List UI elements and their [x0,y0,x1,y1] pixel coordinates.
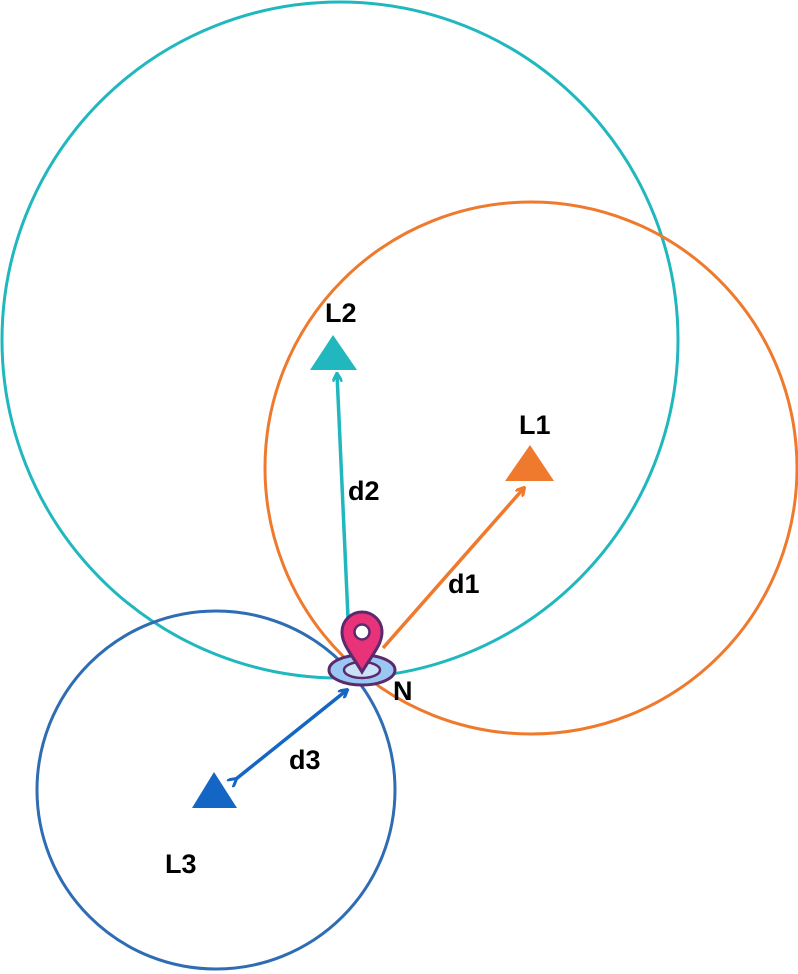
l1-label: L1 [519,410,551,440]
l1-range-circle [263,200,798,736]
d3-label: d3 [289,745,321,775]
l3-label: L3 [165,849,197,879]
d2-label: d2 [348,476,380,506]
d2-arrow [337,374,351,641]
node-label: N [393,676,413,706]
l3-range-circle [35,609,397,971]
l3-triangle-marker-icon [192,772,237,808]
l2-label: L2 [325,298,357,328]
l2-range-circle [0,0,680,680]
l2-triangle-marker-icon [310,335,357,370]
d3-arrow [236,690,347,779]
l1-triangle-marker-icon [505,445,554,481]
d1-arrow [381,488,524,650]
location-pin-icon [327,610,397,687]
d1-label: d1 [448,569,480,599]
